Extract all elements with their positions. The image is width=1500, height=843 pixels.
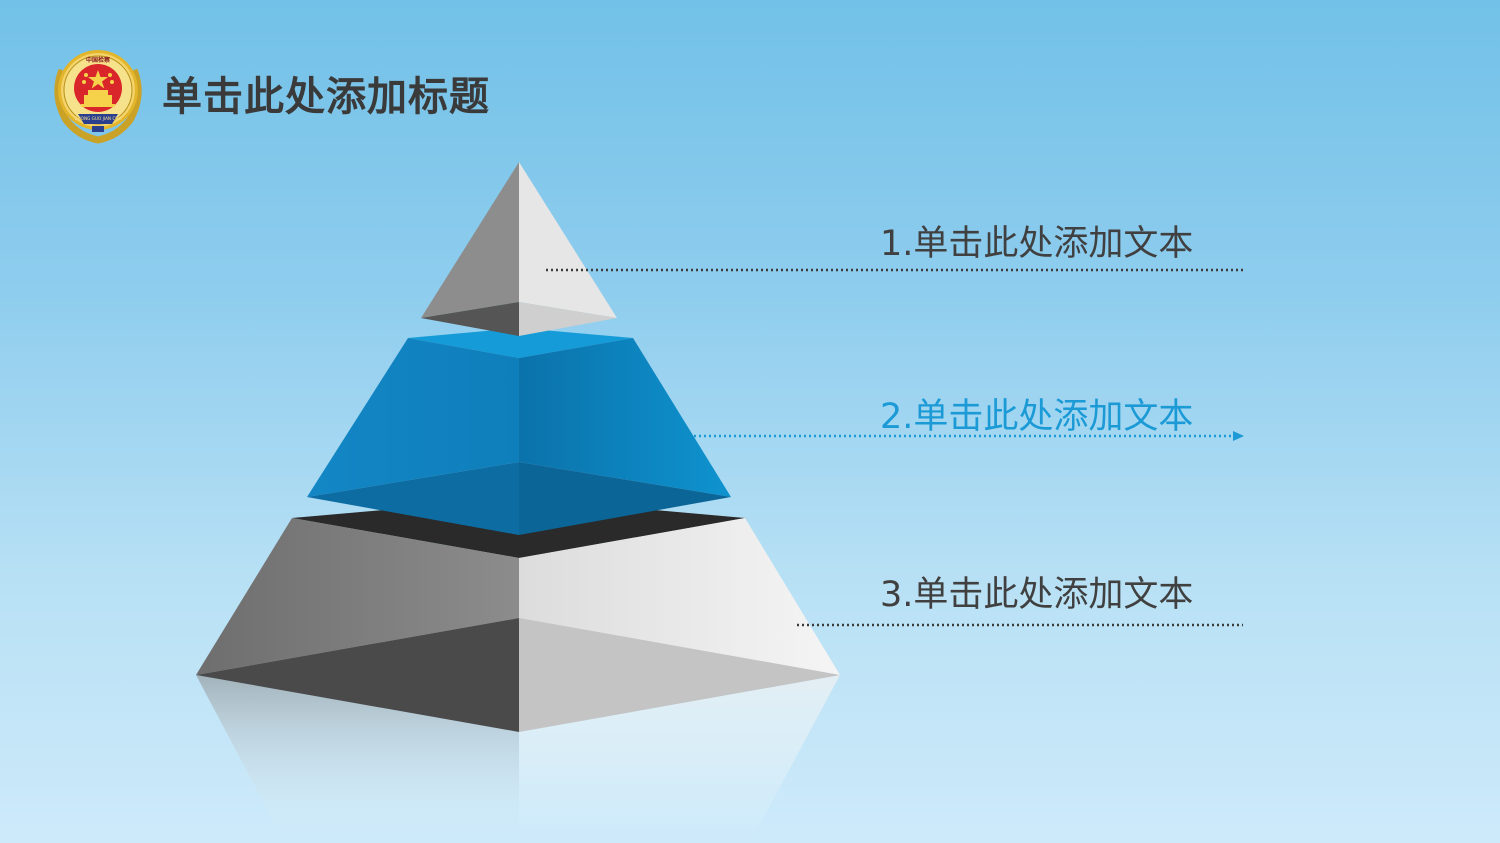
level-2-text[interactable]: 2.单击此处添加文本 bbox=[880, 397, 1194, 437]
level-1-text[interactable]: 1.单击此处添加文本 bbox=[880, 224, 1194, 264]
pyramid-reflection-left bbox=[196, 675, 519, 843]
pyramid-reflection-right bbox=[519, 675, 840, 843]
procuratorate-emblem-icon: 中国检察 ZHONG GUO JIAN CHA bbox=[54, 50, 142, 144]
pyramid-level-1[interactable] bbox=[421, 162, 617, 336]
emblem-ring-text: ZHONG GUO JIAN CHA bbox=[75, 116, 122, 121]
pyramid-level-2[interactable] bbox=[307, 328, 731, 535]
connector-arrow-icon bbox=[1233, 431, 1244, 441]
emblem-top-text: 中国检察 bbox=[86, 56, 111, 64]
level-3-text[interactable]: 3.单击此处添加文本 bbox=[880, 575, 1194, 615]
slide-title[interactable]: 单击此处添加标题 bbox=[162, 74, 490, 120]
